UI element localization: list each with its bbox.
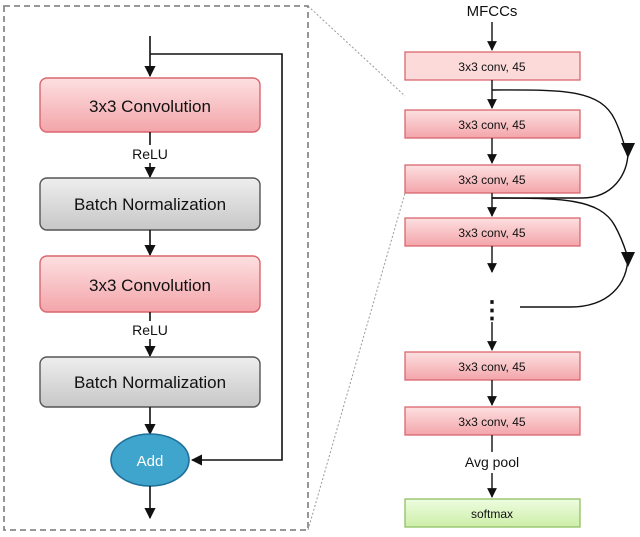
layer2-box [404, 109, 581, 139]
skip-curve-1-return [492, 151, 629, 199]
skip-connection [150, 53, 283, 466]
conv1-label: 3x3 Convolution [89, 97, 211, 116]
softmax-label: softmax [471, 507, 513, 521]
residual-block-panel: 3x3 Convolution ReLU Batch Normalization… [3, 5, 309, 531]
skip-curve-1-arrowhead [621, 143, 635, 158]
bn2-label: Batch Normalization [74, 373, 226, 392]
ellipsis: ⋮ [480, 297, 504, 324]
relu2-label: ReLU [132, 322, 168, 338]
layer4-box [404, 217, 581, 247]
panel-border [3, 5, 309, 531]
layer4-label: 3x3 conv, 45 [458, 226, 525, 240]
layer1-box [404, 51, 581, 81]
layer2-label: 3x3 conv, 45 [458, 118, 525, 132]
bn1-label: Batch Normalization [74, 195, 226, 214]
layer6-label: 3x3 conv, 45 [458, 415, 525, 429]
layer5-label: 3x3 conv, 45 [458, 360, 525, 374]
layer1-label: 3x3 conv, 45 [458, 60, 525, 74]
pool-label: Avg pool [465, 454, 519, 470]
layer3-label: 3x3 conv, 45 [458, 173, 525, 187]
relu1-label: ReLU [132, 146, 168, 162]
layer3-box [404, 164, 581, 194]
network-stack: MFCCs 3x3 conv, 45 3x3 conv, 45 3x3 conv… [404, 3, 635, 528]
conv2-label: 3x3 Convolution [89, 276, 211, 295]
input-label: MFCCs [467, 3, 518, 20]
zoom-line-top [307, 5, 406, 97]
softmax-box [404, 498, 581, 528]
skip-curve-2-arrowhead [621, 252, 635, 267]
add-label: Add [137, 453, 164, 470]
skip-curve-2-return [520, 254, 629, 308]
zoom-line-bottom [307, 192, 406, 531]
relu2-bg [125, 321, 175, 339]
layer5-box [404, 351, 581, 381]
relu1-bg [125, 145, 175, 163]
